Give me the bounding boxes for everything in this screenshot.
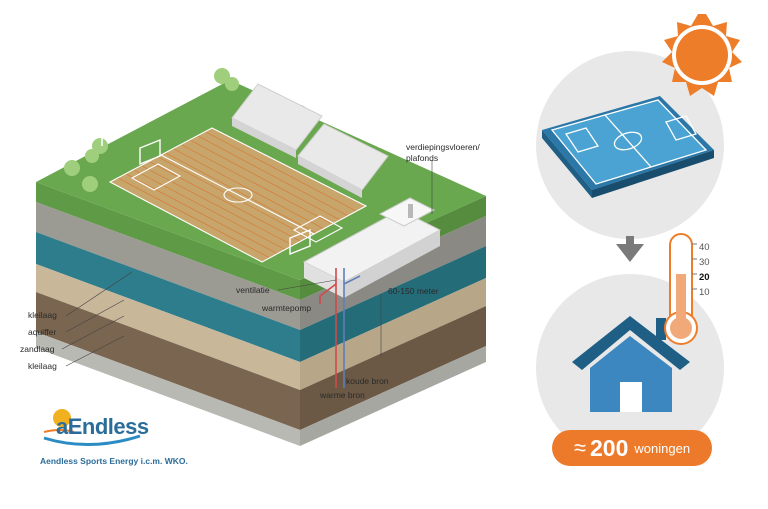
logo-caption: Aendless Sports Energy i.c.m. WKO. bbox=[40, 456, 188, 466]
badge-count: 200 bbox=[590, 434, 629, 461]
small-pitch-icon bbox=[542, 96, 714, 198]
label-plafonds: plafonds bbox=[406, 153, 438, 163]
thermometer-tick-10: 10 bbox=[699, 287, 710, 298]
pitch-markings bbox=[108, 127, 368, 263]
thermometer-tick-30: 30 bbox=[699, 257, 710, 268]
label-zandlaag: zandlaag bbox=[20, 344, 55, 354]
leader-lines bbox=[61, 160, 433, 367]
label-kleilaag-top: kleilaag bbox=[28, 310, 57, 320]
pipes bbox=[319, 268, 361, 388]
label-warme-bron: warme bron bbox=[319, 390, 365, 400]
label-aquifer: aquiffer bbox=[28, 327, 56, 337]
label-floors: verdiepingsvloeren/ bbox=[406, 142, 480, 152]
trees bbox=[64, 68, 307, 192]
block-left-base bbox=[36, 332, 300, 446]
floodlight-heads bbox=[96, 68, 202, 128]
label-warmtepomp: warmtepomp bbox=[261, 303, 311, 313]
arrow-down-icon bbox=[616, 236, 644, 262]
logo-wordmark: aEndless bbox=[56, 414, 149, 439]
thermometer-tick-40: 40 bbox=[699, 242, 710, 253]
label-ventilatie: ventilatie bbox=[236, 285, 270, 295]
label-kleilaag-bottom: kleilaag bbox=[28, 361, 57, 371]
block-left-clay-bottom bbox=[36, 292, 300, 430]
block-left-sand bbox=[36, 264, 300, 390]
pitch-stripes bbox=[117, 131, 359, 259]
block-right-base bbox=[300, 346, 486, 446]
block-right-aquifer bbox=[300, 246, 486, 362]
label-koude-bron: koude bron bbox=[346, 376, 389, 386]
label-depth: 60-150 meter bbox=[388, 286, 439, 296]
floodlights bbox=[101, 72, 197, 146]
badge-approx: ≈ bbox=[573, 435, 587, 460]
block-left-grass-edge bbox=[36, 182, 300, 300]
logo: aEndless Aendless Sports Energy i.c.m. W… bbox=[40, 404, 200, 474]
logo-icon bbox=[43, 409, 141, 446]
house-icon bbox=[572, 316, 690, 412]
block-left-clay-top bbox=[36, 202, 300, 330]
thermometer-tick-20: 20 bbox=[699, 272, 710, 283]
clubhouse bbox=[302, 197, 442, 298]
sun-icon bbox=[662, 14, 742, 96]
badge-unit: woningen bbox=[634, 440, 691, 456]
block-left-aquifer bbox=[36, 232, 300, 362]
block-right-clay-bottom bbox=[300, 306, 486, 430]
block-right-sand bbox=[300, 278, 486, 390]
grandstands bbox=[231, 83, 389, 198]
goals bbox=[139, 138, 311, 256]
households-badge: ≈ 200 woningen bbox=[552, 430, 712, 466]
thermometer-icon bbox=[664, 233, 698, 345]
